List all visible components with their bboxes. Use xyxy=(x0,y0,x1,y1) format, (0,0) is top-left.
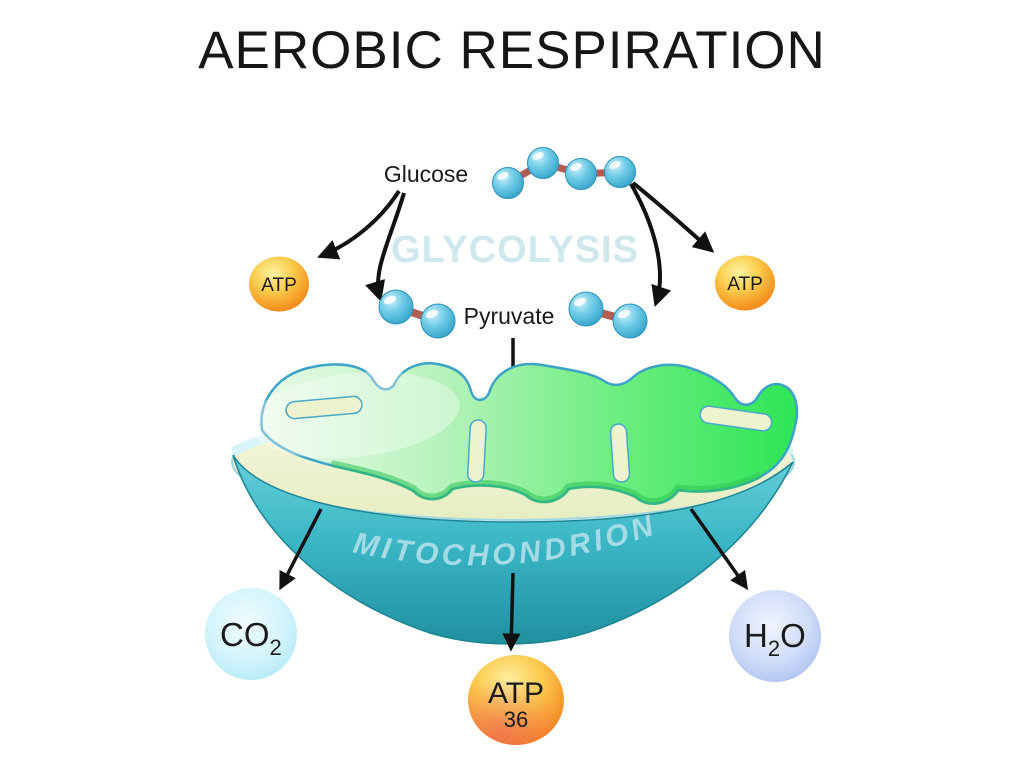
atp-right-label: ATP xyxy=(727,274,763,295)
sphere-gloss xyxy=(617,309,631,319)
glycolysis-arrows xyxy=(317,181,715,307)
glucose-sphere xyxy=(527,147,559,179)
h2o-subscript: 2 xyxy=(768,636,780,661)
arrow-mito-to-atp xyxy=(502,572,521,652)
arrow-glucose-to-atp-left xyxy=(317,189,401,260)
mitochondrion: MITOCHONDRION xyxy=(231,362,799,645)
arrow-mito-to-h2o xyxy=(689,507,749,590)
co2-label: CO2 xyxy=(220,616,282,660)
h2o-sphere xyxy=(729,590,821,682)
glucose-label: Glucose xyxy=(384,161,468,187)
atp-left-label: ATP xyxy=(261,275,297,296)
pyruvate-sphere xyxy=(378,289,414,325)
h2o-pre: H xyxy=(744,617,768,654)
mitochondrion-bowl xyxy=(232,454,794,645)
arrow-mito-to-co2 xyxy=(279,508,323,591)
sphere-gloss xyxy=(609,161,621,169)
atp36-sphere-tint xyxy=(468,655,564,745)
cristae-shading xyxy=(330,460,762,506)
glucose-sphere xyxy=(492,167,524,199)
sphere-gloss xyxy=(425,309,439,319)
glycolysis-label: GLYCOLYSIS xyxy=(391,229,639,271)
sphere-gloss xyxy=(573,297,587,307)
co2-subscript: 2 xyxy=(270,635,282,660)
glucose-molecule xyxy=(492,147,636,199)
cristae-channel xyxy=(285,395,363,420)
co2-base: CO xyxy=(220,616,270,653)
co2-bubble: CO2 xyxy=(205,588,297,680)
cristae-channel xyxy=(609,423,631,483)
arrow-glucose-to-pyruvate-left xyxy=(365,192,406,302)
glucose-sphere xyxy=(565,158,597,190)
h2o-bubble: H2O xyxy=(729,590,821,682)
output-arrows xyxy=(279,507,749,652)
pyruvate-molecules xyxy=(378,289,648,339)
atp36-count: 36 xyxy=(504,707,528,732)
co2-sphere xyxy=(205,588,297,680)
sphere-gloss xyxy=(532,152,544,160)
atp-sphere xyxy=(249,256,309,312)
page-title: AEROBIC RESPIRATION xyxy=(198,21,826,80)
glucose-bonds xyxy=(504,159,624,187)
h2o-post: O xyxy=(780,617,806,654)
pyruvate-sphere xyxy=(612,303,648,339)
arrow-glucose-to-pyruvate-right xyxy=(629,183,672,307)
h2o-label: H2O xyxy=(744,617,806,661)
atp-badge-right: ATP xyxy=(715,255,775,311)
arrow-glucose-to-atp-right xyxy=(631,181,715,253)
cristae-highlight xyxy=(250,371,460,459)
pyruvate-sphere xyxy=(420,303,456,339)
sphere-gloss xyxy=(570,163,582,171)
atp-badge-left: ATP xyxy=(249,256,309,312)
pyruvate-sphere xyxy=(568,291,604,327)
atp36-bubble: ATP 36 xyxy=(468,655,564,745)
sphere-gloss xyxy=(383,295,397,305)
glucose-sphere xyxy=(604,156,636,188)
sphere-gloss xyxy=(497,172,509,180)
pyruvate-label: Pyruvate xyxy=(464,303,555,329)
atp-sphere xyxy=(715,255,775,311)
cristae-channel xyxy=(466,419,487,483)
atp36-label: ATP xyxy=(488,677,544,710)
cristae-channel xyxy=(699,405,773,432)
